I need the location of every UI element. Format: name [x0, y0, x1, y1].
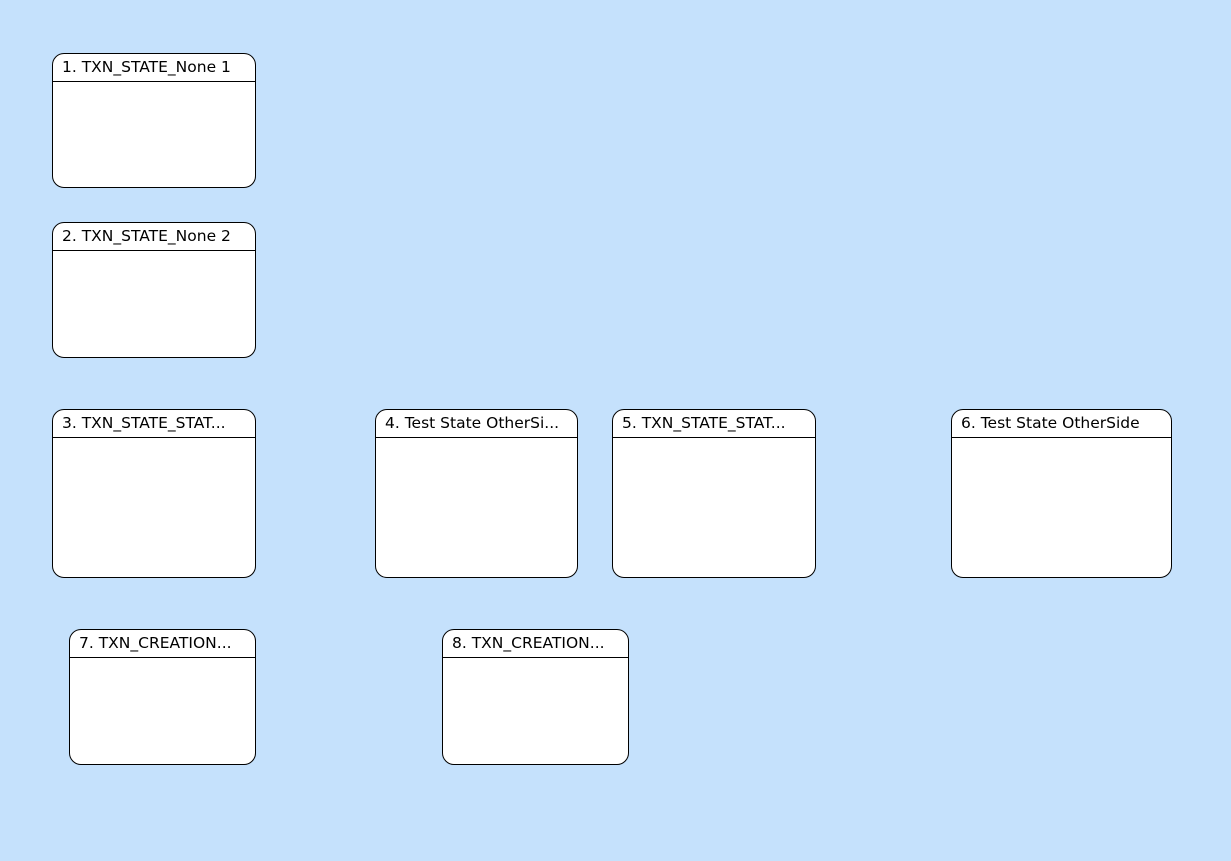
state-node-2-title: 2. TXN_STATE_None 2 [53, 223, 255, 251]
state-node-1-body [53, 82, 255, 187]
state-node-3-body [53, 438, 255, 577]
state-node-7-title: 7. TXN_CREATION... [70, 630, 255, 658]
state-node-4-body [376, 438, 577, 577]
state-node-6-body [952, 438, 1171, 577]
state-node-5[interactable]: 5. TXN_STATE_STAT... [612, 409, 816, 578]
state-node-2[interactable]: 2. TXN_STATE_None 2 [52, 222, 256, 358]
state-node-6[interactable]: 6. Test State OtherSide [951, 409, 1172, 578]
state-node-5-body [613, 438, 815, 577]
state-node-1[interactable]: 1. TXN_STATE_None 1 [52, 53, 256, 188]
state-node-7[interactable]: 7. TXN_CREATION... [69, 629, 256, 765]
state-node-4[interactable]: 4. Test State OtherSi... [375, 409, 578, 578]
state-node-5-title: 5. TXN_STATE_STAT... [613, 410, 815, 438]
state-node-8-body [443, 658, 628, 764]
state-node-4-title: 4. Test State OtherSi... [376, 410, 577, 438]
state-node-3-title: 3. TXN_STATE_STAT... [53, 410, 255, 438]
state-node-7-body [70, 658, 255, 764]
state-node-1-title: 1. TXN_STATE_None 1 [53, 54, 255, 82]
state-node-3[interactable]: 3. TXN_STATE_STAT... [52, 409, 256, 578]
state-node-8[interactable]: 8. TXN_CREATION... [442, 629, 629, 765]
state-node-8-title: 8. TXN_CREATION... [443, 630, 628, 658]
state-node-2-body [53, 251, 255, 357]
state-node-6-title: 6. Test State OtherSide [952, 410, 1171, 438]
